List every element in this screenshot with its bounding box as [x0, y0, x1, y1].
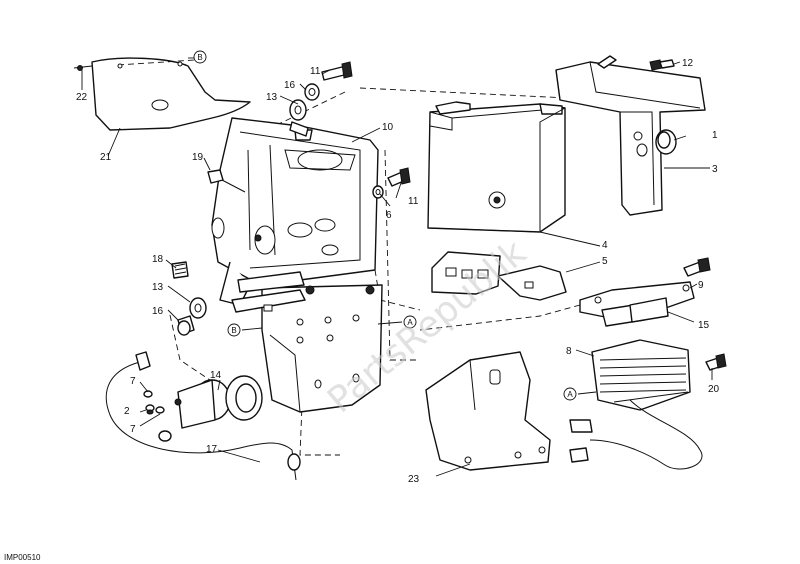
part-starter-relay-14: [174, 375, 263, 429]
svg-text:A: A: [567, 390, 573, 399]
part-screw-9: [683, 257, 711, 277]
part-relay-15: [579, 281, 695, 327]
drawing-code: IMP00510: [4, 553, 41, 562]
callout-21: 21: [100, 152, 112, 163]
callout-8: 8: [566, 346, 572, 357]
svg-text:B: B: [231, 326, 236, 335]
callout-18: 18: [152, 254, 164, 265]
part-plate-23: [425, 351, 551, 471]
part-battery-4: [427, 101, 566, 233]
part-lower-bracket: [231, 271, 383, 413]
callout-19: 19: [192, 152, 204, 163]
part-cover-21: [91, 57, 251, 131]
callout-20: 20: [708, 384, 720, 395]
reference-marker-a-right: A: [563, 387, 597, 401]
part-hardware-left: [171, 169, 246, 336]
callout-11b: 11: [408, 196, 419, 207]
callout-9: 9: [698, 280, 704, 291]
callout-11a: 11: [310, 66, 321, 77]
callout-13b: 13: [152, 282, 164, 293]
callout-22: 22: [76, 92, 88, 103]
part-hardware-7-2: [143, 390, 165, 415]
reference-marker-b-top: B: [188, 50, 207, 64]
callout-10: 10: [382, 122, 394, 133]
callout-2: 2: [124, 406, 130, 417]
part-tray-bracket-10: [211, 117, 379, 306]
part-bolt-12: [649, 59, 675, 71]
part-cable-17: [105, 351, 301, 481]
callout-leaders: [81, 61, 713, 477]
callout-7a: 7: [130, 376, 136, 387]
callout-17: 17: [206, 444, 218, 455]
callout-12: 12: [682, 58, 694, 69]
callout-14: 14: [210, 370, 222, 381]
part-connector-5: [431, 251, 567, 301]
callout-13a: 13: [266, 92, 278, 103]
callout-7b: 7: [130, 424, 136, 435]
callout-labels: 1 3 4 5 6 7 2 7 8 9 10 11 11 12 13 13 14…: [76, 58, 720, 485]
svg-text:B: B: [197, 53, 202, 62]
reference-marker-a-mid: A: [377, 315, 417, 329]
svg-text:A: A: [407, 318, 413, 327]
callout-16a: 16: [284, 80, 296, 91]
part-grommet-1: [655, 129, 677, 155]
callout-4: 4: [602, 240, 608, 251]
reference-marker-b-mid: B: [227, 323, 263, 337]
part-screw-20: [705, 353, 727, 371]
part-t-bracket-3: [555, 55, 706, 216]
callout-23: 23: [408, 474, 420, 485]
callout-16b: 16: [152, 306, 164, 317]
callout-1: 1: [712, 130, 718, 141]
callout-5: 5: [602, 256, 608, 267]
part-hardware-top: [289, 61, 411, 199]
callout-15: 15: [698, 320, 710, 331]
callout-3: 3: [712, 164, 718, 175]
part-screw-22: [73, 65, 93, 71]
part-regulator-8: [569, 339, 703, 470]
callout-6: 6: [386, 210, 392, 221]
